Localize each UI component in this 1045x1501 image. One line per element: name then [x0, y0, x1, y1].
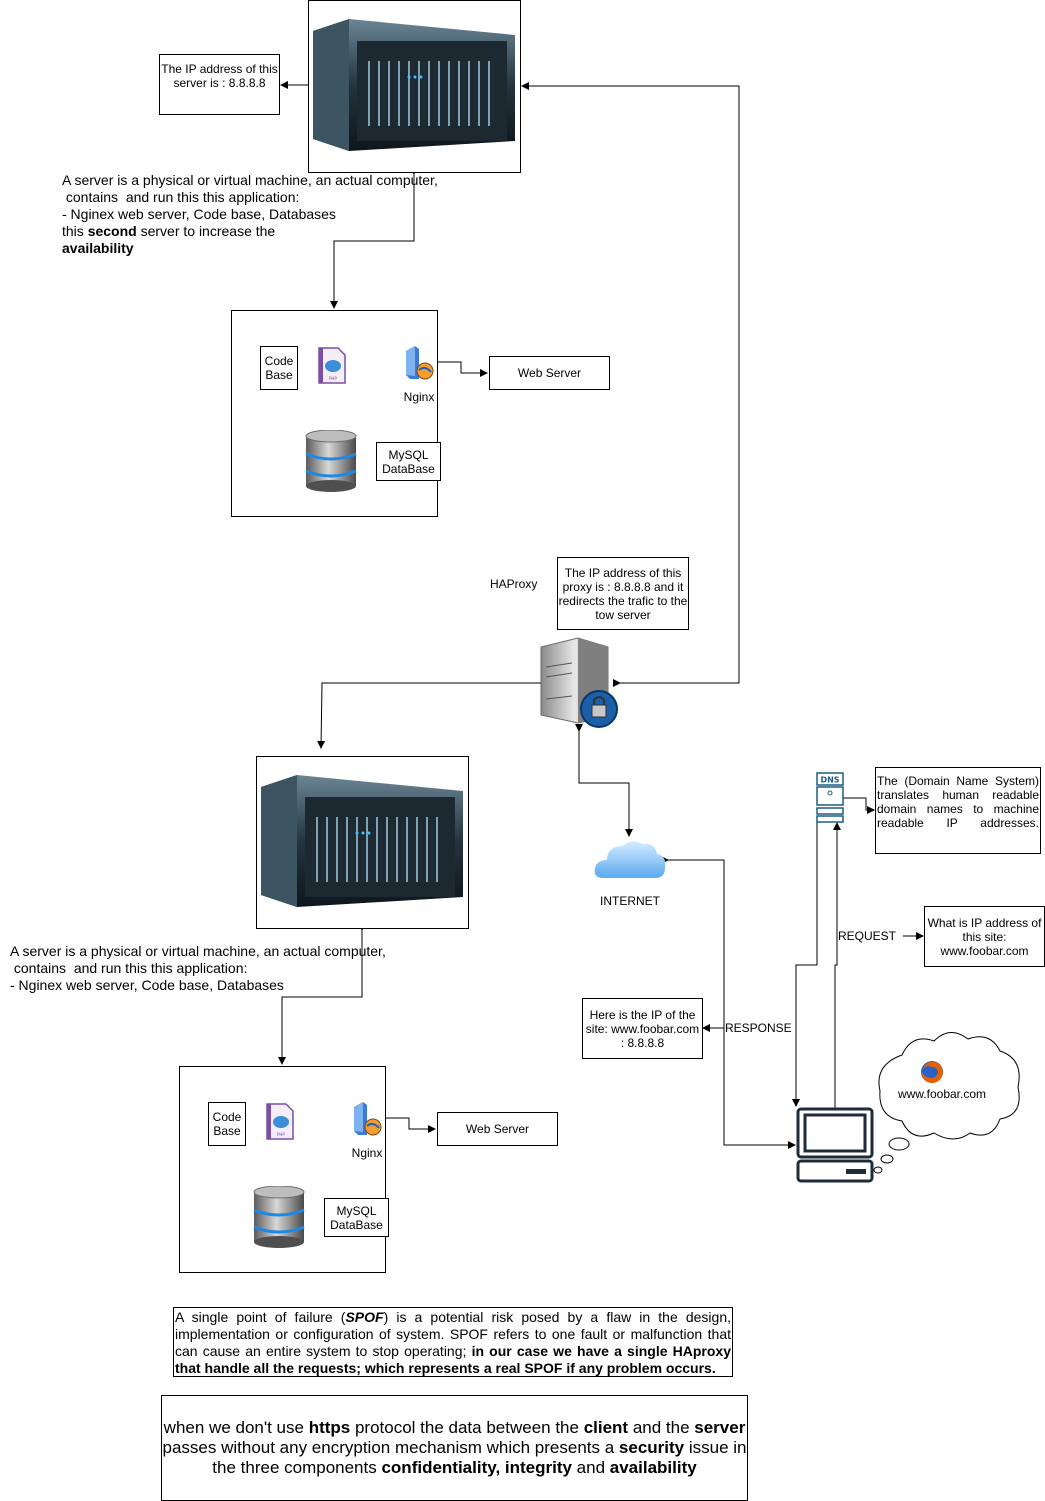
php-file-icon: PHP: [317, 347, 347, 389]
computer-icon[interactable]: [796, 1107, 876, 1190]
rack-server-icon: [261, 775, 463, 907]
haproxy-ip-note: The IP address of this proxy is : 8.8.8.…: [557, 557, 689, 630]
dns-note: The (Domain Name System) translates huma…: [875, 767, 1041, 854]
request-note: What is IP address of this site: www.foo…: [924, 906, 1045, 967]
request-label: REQUEST: [838, 929, 897, 943]
database-icon: [304, 429, 358, 497]
code-base-box-2[interactable]: Code Base: [208, 1102, 246, 1146]
thought-cloud: [872, 1025, 1024, 1182]
internet-label: INTERNET: [600, 894, 660, 908]
database-icon: [252, 1185, 306, 1253]
web-server-box-1[interactable]: Web Server: [489, 356, 610, 390]
haproxy-label: HAProxy: [490, 577, 538, 591]
nginx-server-icon: [403, 345, 435, 386]
php-file-icon: PHP: [265, 1103, 295, 1145]
server1-description: A server is a physical or virtual machin…: [62, 172, 438, 256]
nginx-server-icon: [351, 1101, 383, 1142]
cloud-icon[interactable]: [593, 838, 667, 889]
response-label: RESPONSE: [725, 1021, 792, 1035]
nginx-label-2: Nginx: [351, 1146, 383, 1160]
rack-server-icon: [313, 19, 515, 151]
dns-server-icon[interactable]: DNS: [816, 772, 844, 829]
dns-icon-text: DNS: [820, 776, 839, 785]
code-base-box-1[interactable]: Code Base: [260, 346, 298, 390]
response-note: Here is the IP of the site: www.foobar.c…: [582, 998, 703, 1059]
https-note: when we don't use https protocol the dat…: [161, 1395, 748, 1501]
load-balancer-server-icon[interactable]: [540, 637, 620, 734]
nginx-label-1: Nginx: [403, 390, 435, 404]
edge-dns-note: [843, 797, 875, 814]
thought-site: www.foobar.com: [897, 1087, 987, 1101]
server2-description: A server is a physical or virtual machin…: [10, 943, 386, 993]
svg-text:PHP: PHP: [277, 1132, 285, 1137]
server-1[interactable]: [308, 0, 521, 173]
mysql-box-2[interactable]: MySQL DataBase: [324, 1198, 389, 1237]
firefox-icon: [920, 1060, 944, 1089]
edge-client-dns: [833, 822, 841, 1108]
spof-note: A single point of failure (SPOF) is a po…: [173, 1307, 733, 1377]
edge-haproxy-server2: [317, 679, 547, 749]
edge-nginx1-web: [434, 361, 488, 377]
edge-haproxy-internet: [575, 724, 633, 837]
mysql-box-1[interactable]: MySQL DataBase: [376, 442, 441, 481]
web-server-box-2[interactable]: Web Server: [437, 1112, 558, 1146]
edge-nginx2-web: [382, 1117, 436, 1133]
edge-dns-client: [792, 822, 818, 1107]
server1-ip-note: The IP address of this server is : 8.8.8…: [159, 54, 280, 115]
server-2[interactable]: [256, 756, 469, 929]
svg-text:PHP: PHP: [329, 376, 337, 381]
